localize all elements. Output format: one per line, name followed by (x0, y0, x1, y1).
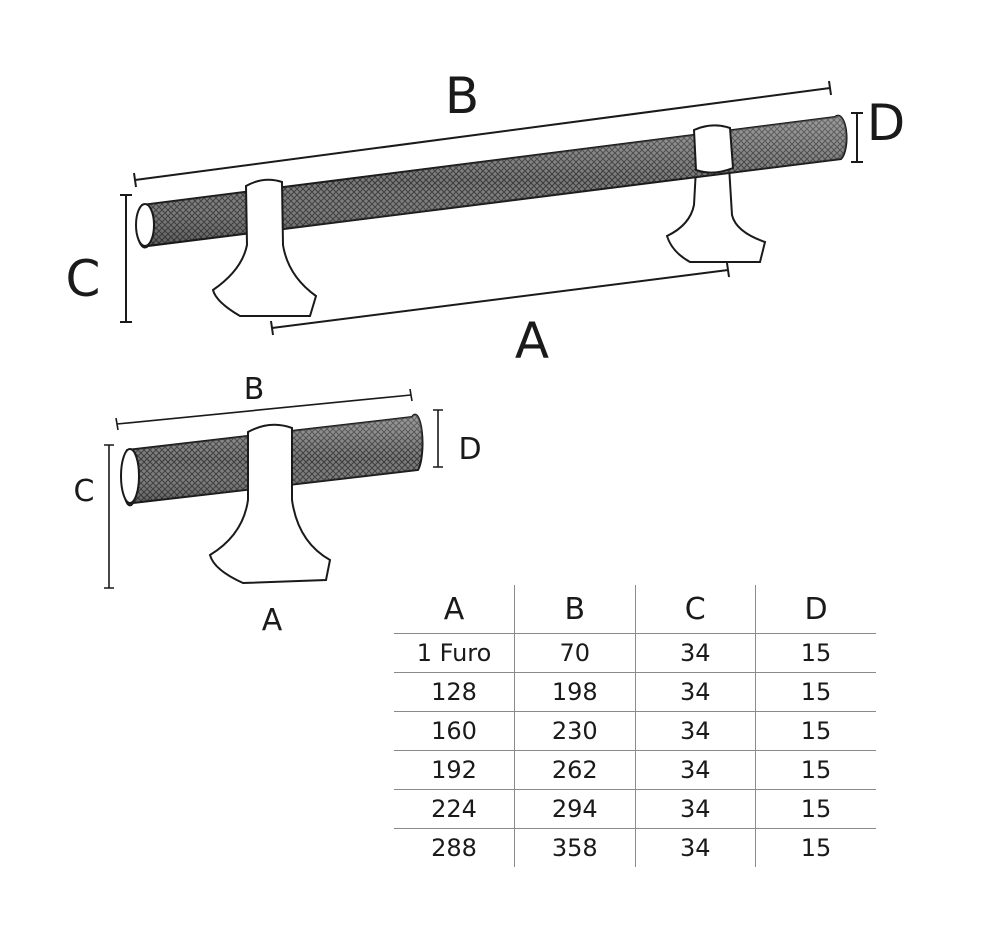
cell-c: 34 (634, 828, 756, 867)
large-dim-c-line (120, 194, 132, 323)
cell-d: 15 (755, 789, 876, 829)
header-b: B (514, 585, 635, 634)
cell-a: 1 Furo (394, 633, 515, 673)
cell-a: 128 (394, 672, 515, 712)
cell-b: 198 (514, 672, 635, 712)
cell-a: 288 (431, 834, 477, 862)
small-bar-end-cap (120, 448, 140, 504)
cell-b: 358 (514, 828, 635, 867)
header-a: A (394, 585, 515, 634)
cell-b: 70 (514, 633, 635, 673)
cell-a: 192 (394, 750, 515, 790)
large-label-c: C (66, 250, 101, 308)
large-dim-d-line (851, 112, 863, 163)
cell-a: 224 (394, 789, 515, 829)
dimensions-table: A B C D 1 Furo 70 34 15 128 198 34 15 16… (394, 585, 876, 867)
small-label-b: B (244, 372, 265, 407)
cell-c: 34 (634, 672, 756, 712)
cell-d: 15 (755, 750, 876, 790)
cell-c: 34 (634, 750, 756, 790)
small-label-c: C (74, 474, 95, 509)
large-handle (135, 114, 848, 317)
small-label-a: A (262, 603, 283, 638)
large-bar-end-cap (135, 203, 155, 247)
cell-d: 15 (755, 672, 876, 712)
table-header-row: A B C D (394, 585, 876, 634)
cell-c: 34 (634, 711, 756, 751)
table-row: 224 294 34 15 (394, 789, 876, 829)
cell-d: 15 (755, 828, 876, 867)
large-right-base (665, 149, 767, 263)
header-d: D (755, 585, 876, 634)
small-dim-b-line (115, 388, 413, 431)
cell-a: 160 (394, 711, 515, 751)
small-dimension-lines (104, 388, 443, 589)
table-row: 128 198 34 15 (394, 672, 876, 712)
small-label-d: D (458, 432, 481, 467)
cell-b: 262 (514, 750, 635, 790)
cell-b: 230 (514, 711, 635, 751)
table-row: 192 262 34 15 (394, 750, 876, 790)
large-label-a: A (515, 312, 549, 370)
small-handle (120, 413, 424, 585)
large-dimension-lines (120, 80, 863, 336)
table-row: 1 Furo 70 34 15 (394, 633, 876, 673)
table-row: 288 358 34 15 (394, 828, 876, 867)
small-dim-c-line (104, 444, 114, 589)
cell-b: 294 (514, 789, 635, 829)
large-dim-b-line (133, 80, 832, 188)
cell-d: 15 (755, 711, 876, 751)
cell-c: 34 (634, 633, 756, 673)
cell-d: 15 (755, 633, 876, 673)
small-post (208, 423, 332, 585)
large-label-d: D (867, 94, 906, 152)
large-dim-a-line (270, 262, 730, 336)
header-c: C (634, 585, 756, 634)
large-label-b: B (445, 67, 479, 125)
table-row: 160 230 34 15 (394, 711, 876, 751)
large-left-post (211, 178, 318, 317)
cell-c: 34 (634, 789, 756, 829)
small-dim-d-line (433, 409, 443, 468)
